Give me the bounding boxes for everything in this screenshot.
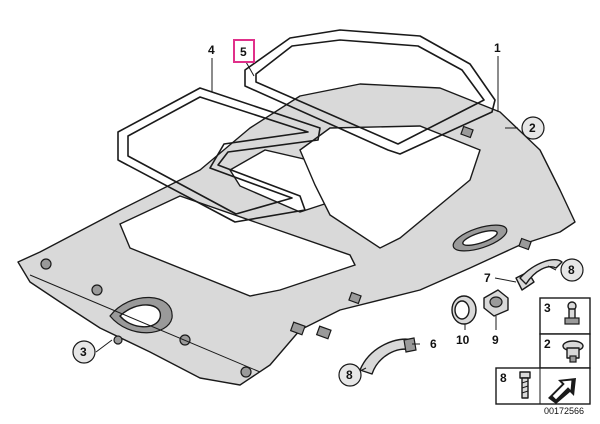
callout-10: 10 bbox=[456, 333, 470, 347]
grab-handle-8-right bbox=[519, 259, 563, 285]
grommet-10 bbox=[451, 295, 477, 325]
fastener-9 bbox=[483, 289, 509, 317]
legend-row-8-label: 8 bbox=[500, 371, 507, 385]
parts-legend: 3 2 8 bbox=[495, 297, 591, 405]
callout-9: 9 bbox=[492, 333, 499, 347]
callout-5-highlight bbox=[233, 39, 255, 63]
callout-8-right: 8 bbox=[568, 263, 575, 277]
callout-8-circle-right bbox=[560, 258, 584, 282]
callout-1: 1 bbox=[494, 41, 501, 55]
legend-row-3-label: 3 bbox=[544, 301, 551, 315]
callout-7: 7 bbox=[484, 271, 491, 285]
bolt-icon bbox=[519, 371, 531, 399]
callout-2-circle bbox=[521, 116, 545, 140]
arrow-icon bbox=[548, 378, 576, 404]
diagram-reference-number: 00172566 bbox=[544, 406, 584, 416]
sunroof-frame-1 bbox=[244, 29, 496, 155]
sunroof-frame-4 bbox=[117, 87, 321, 223]
push-clip-icon bbox=[562, 340, 584, 363]
callout-2: 2 bbox=[529, 121, 536, 135]
screw-icon bbox=[564, 301, 580, 325]
callout-3-circle bbox=[72, 340, 96, 364]
callout-8-circle-left bbox=[338, 363, 362, 387]
headliner-panel bbox=[17, 83, 576, 386]
callout-4: 4 bbox=[208, 43, 215, 57]
callout-5: 5 bbox=[240, 45, 247, 59]
callout-8-left: 8 bbox=[346, 368, 353, 382]
callout-3: 3 bbox=[80, 345, 87, 359]
legend-row-2-label: 2 bbox=[544, 337, 551, 351]
callout-6: 6 bbox=[430, 337, 437, 351]
